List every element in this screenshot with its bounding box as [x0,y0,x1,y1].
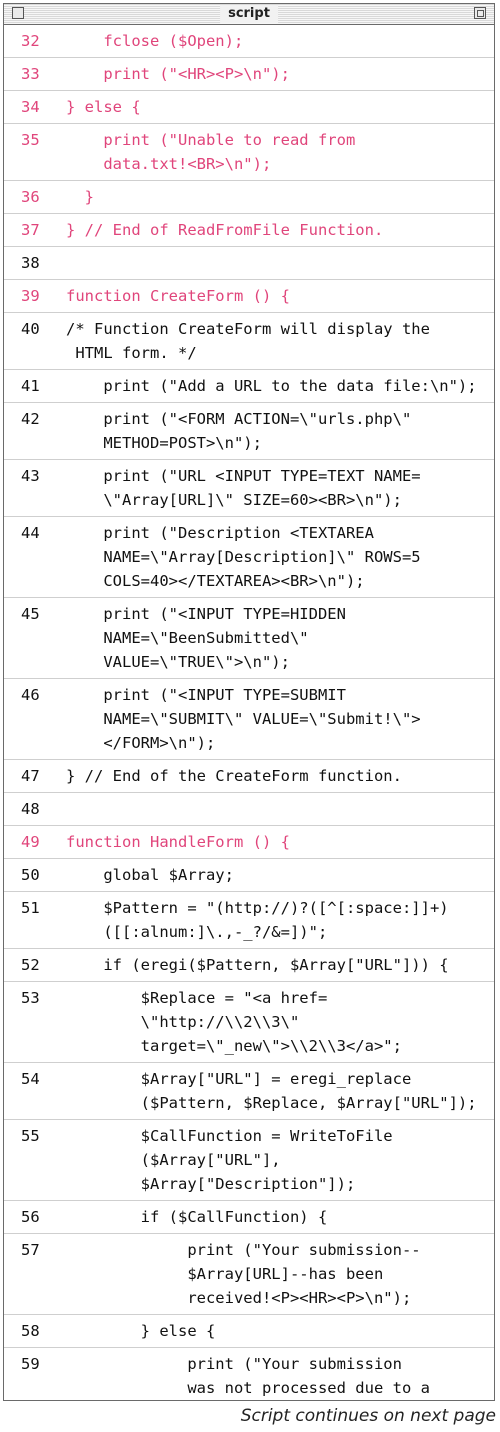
code-line: 59 print ("Your submission was not proce… [4,1348,494,1400]
code-text: } // End of ReadFromFile Function. [66,221,384,239]
code-line: 51 $Pattern = "(http://)?([^[:space:]]+)… [4,892,494,949]
continuation-note: Script continues on next page [240,1406,496,1426]
line-number: 53 [21,989,40,1007]
line-number: 39 [21,287,40,305]
code-line: 33 print ("<HR><P>\n"); [4,58,494,91]
code-listing: 32 fclose ($Open);33 print ("<HR><P>\n")… [4,25,494,1400]
code-text: } else { [66,98,141,116]
code-text: $Pattern = "(http://)?([^[:space:]]+) ([… [103,899,449,941]
line-number: 55 [21,1127,40,1145]
code-text: print ("<HR><P>\n"); [66,65,290,83]
code-text: print ("<FORM ACTION=\"urls.php\" METHOD… [103,410,412,452]
code-text: } // End of the CreateForm function. [66,767,402,785]
line-number: 56 [21,1208,40,1226]
line-number: 33 [21,65,40,83]
line-number: 49 [21,833,40,851]
code-text: print ("Description <TEXTAREA NAME=\"Arr… [103,524,421,590]
line-number: 47 [21,767,40,785]
close-box-icon[interactable] [12,7,24,19]
line-number: 58 [21,1322,40,1340]
title-bar[interactable]: script [4,4,494,25]
line-number: 44 [21,524,40,542]
code-text: print ("Your submission-- $Array[URL]--h… [187,1241,421,1307]
line-number: 38 [21,254,40,272]
code-text: function HandleForm () { [66,833,290,851]
code-line: 37 } // End of ReadFromFile Function. [4,214,494,247]
code-line: 53 $Replace = "<a href= \"http://\\2\\3\… [4,982,494,1063]
line-number: 57 [21,1241,40,1259]
line-number: 54 [21,1070,40,1088]
line-number: 59 [21,1355,40,1373]
line-number: 45 [21,605,40,623]
code-line: 45 print ("<INPUT TYPE=HIDDEN NAME=\"Bee… [4,598,494,679]
code-line: 44 print ("Description <TEXTAREA NAME=\"… [4,517,494,598]
code-line: 50 global $Array; [4,859,494,892]
line-number: 48 [21,800,40,818]
code-line: 47 } // End of the CreateForm function. [4,760,494,793]
code-line: 55 $CallFunction = WriteToFile ($Array["… [4,1120,494,1201]
code-text: print ("Your submission was not processe… [187,1355,430,1397]
code-line: 56 if ($CallFunction) { [4,1201,494,1234]
code-line: 43 print ("URL <INPUT TYPE=TEXT NAME= \"… [4,460,494,517]
code-text: fclose ($Open); [66,32,244,50]
code-text: print ("Unable to read from data.txt!<BR… [103,131,356,173]
line-number: 36 [21,188,40,206]
line-number: 51 [21,899,40,917]
code-text: /* Function CreateForm will display the … [66,320,430,362]
window-title: script [220,5,278,23]
code-text: print ("URL <INPUT TYPE=TEXT NAME= \"Arr… [103,467,421,509]
code-text [66,793,494,797]
code-line: 58 } else { [4,1315,494,1348]
code-text: $Array["URL"] = eregi_replace ($Pattern,… [140,1070,477,1112]
script-window: script 32 fclose ($Open);33 print ("<HR>… [3,3,495,1401]
code-line: 32 fclose ($Open); [4,25,494,58]
line-number: 50 [21,866,40,884]
code-text: } else { [66,1322,216,1340]
code-text: $Replace = "<a href= \"http://\\2\\3\" t… [140,989,402,1055]
code-text: if (eregi($Pattern, $Array["URL"])) { [66,956,449,974]
code-line: 57 print ("Your submission-- $Array[URL]… [4,1234,494,1315]
code-text [66,247,494,251]
code-line: 39 function CreateForm () { [4,280,494,313]
code-text: print ("<INPUT TYPE=SUBMIT NAME=\"SUBMIT… [103,686,421,752]
code-text: function CreateForm () { [66,287,290,305]
code-line: 40 /* Function CreateForm will display th… [4,313,494,370]
line-number: 34 [21,98,40,116]
code-text: global $Array; [66,866,234,884]
code-line: 46 print ("<INPUT TYPE=SUBMIT NAME=\"SUB… [4,679,494,760]
line-number: 52 [21,956,40,974]
zoom-box-icon[interactable] [474,7,486,19]
code-text: $CallFunction = WriteToFile ($Array["URL… [140,1127,393,1193]
code-line: 36 } [4,181,494,214]
code-line: 35 print ("Unable to read from data.txt!… [4,124,494,181]
line-number: 40 [21,320,40,338]
code-text: print ("<INPUT TYPE=HIDDEN NAME=\"BeenSu… [103,605,346,671]
line-number: 42 [21,410,40,428]
line-number: 35 [21,131,40,149]
code-line: 49 function HandleForm () { [4,826,494,859]
code-line: 48 [4,793,494,826]
code-line: 54 $Array["URL"] = eregi_replace ($Patte… [4,1063,494,1120]
line-number: 32 [21,32,40,50]
line-number: 37 [21,221,40,239]
line-number: 43 [21,467,40,485]
code-line: 41 print ("Add a URL to the data file:\n… [4,370,494,403]
code-line: 52 if (eregi($Pattern, $Array["URL"])) { [4,949,494,982]
code-line: 38 [4,247,494,280]
code-line: 42 print ("<FORM ACTION=\"urls.php\" MET… [4,403,494,460]
code-text: print ("Add a URL to the data file:\n"); [66,377,477,395]
line-number: 46 [21,686,40,704]
code-text: if ($CallFunction) { [66,1208,328,1226]
code-text: } [66,188,94,206]
line-number: 41 [21,377,40,395]
code-line: 34 } else { [4,91,494,124]
